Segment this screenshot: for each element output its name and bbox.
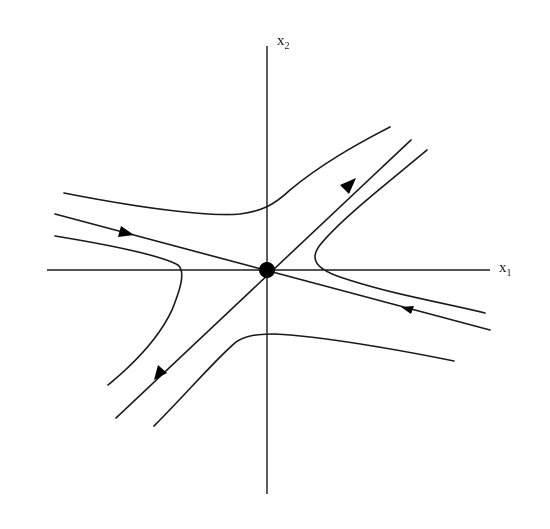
hyperbola-bottom-curve (153, 333, 455, 427)
hyperbola-top-curve (63, 126, 391, 216)
unstable-arrow-up-icon (340, 178, 356, 194)
x1-axis-label: x1 (499, 260, 512, 279)
unstable-arrow-down-icon (154, 365, 167, 380)
stable-arrow-left-icon (118, 226, 134, 237)
hyperbola-left-curve (54, 235, 183, 386)
stable-arrow-right-icon (401, 306, 414, 314)
equilibrium-point (259, 262, 275, 278)
x2-axis-label: x2 (277, 33, 290, 52)
hyperbola-right-curve (314, 149, 486, 314)
